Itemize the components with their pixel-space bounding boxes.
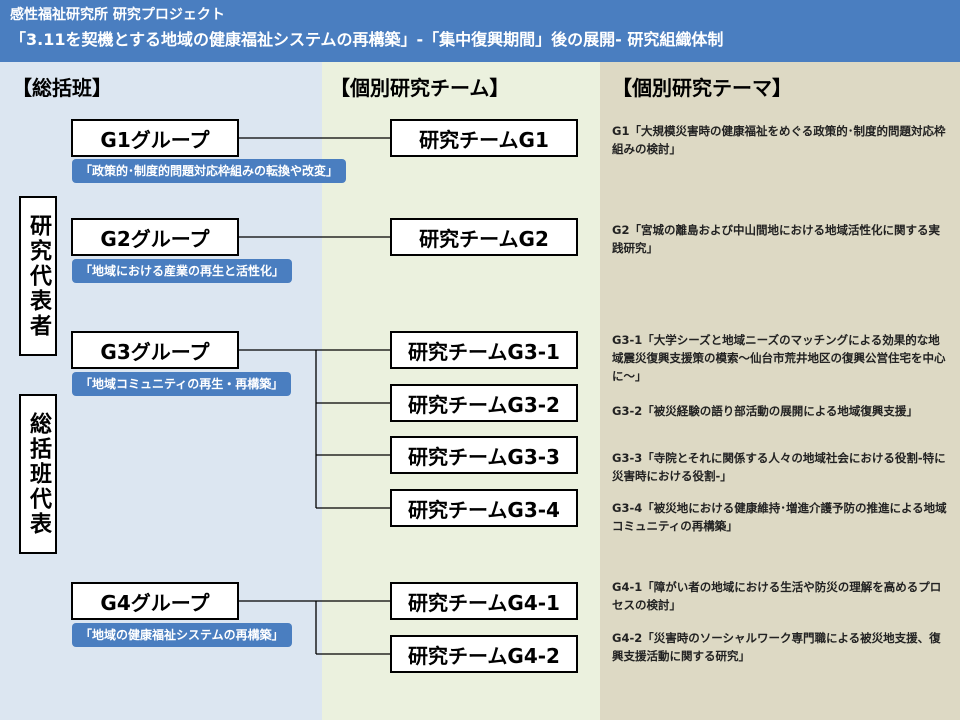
header-subtitle: 「3.11を契機とする地域の健康福祉システムの再構築」-「集中復興期間」後の展開… — [10, 30, 724, 49]
column-themes — [600, 62, 960, 720]
theme-g3-2: G3-2「被災経験の語り部活動の展開による地域復興支援」 — [612, 404, 918, 418]
team-box-g2: 研究チームG2 — [390, 218, 578, 256]
group-tag-g3: 「地域コミュニティの再生・再構築」 — [72, 372, 292, 396]
column-title-themes: 【個別研究テーマ】 — [612, 76, 792, 100]
team-box-g4-1: 研究チームG4-1 — [390, 582, 578, 620]
group-tag-g1: 「政策的･制度的問題対応枠組みの転換や改変」 — [72, 159, 347, 183]
group-box-g1: G1グループ — [71, 119, 239, 157]
group-tag-g4: 「地域の健康福祉システムの再構築」 — [72, 623, 292, 647]
theme-g4-2: G4-2「災害時のソーシャルワーク専門職による被災地支援、復興支援活動に関する研… — [612, 631, 941, 663]
header-bar: 感性福祉研究所 研究プロジェクト 「3.11を契機とする地域の健康福祉システムの… — [0, 0, 960, 62]
group-box-g4: G4グループ — [71, 582, 239, 620]
team-box-g3-2: 研究チームG3-2 — [390, 384, 578, 422]
team-box-g3-1: 研究チームG3-1 — [390, 331, 578, 369]
group-box-g2: G2グループ — [71, 218, 239, 256]
team-box-g4-2: 研究チームG4-2 — [390, 635, 578, 673]
side-label-general-rep: 総括班代表 — [19, 394, 57, 554]
team-box-g1: 研究チームG1 — [390, 119, 578, 157]
header-title: 感性福祉研究所 研究プロジェクト — [10, 7, 225, 23]
column-title-teams: 【個別研究チーム】 — [330, 76, 510, 100]
theme-g3-3: G3-3「寺院とそれに関係する人々の地域社会における役割-特に災害時における役割… — [612, 451, 946, 483]
theme-g3-1: G3-1「大学シーズと地域ニーズのマッチングによる効果的な地域震災復興支援策の模… — [612, 333, 946, 383]
column-title-general: 【総括班】 — [12, 76, 112, 100]
group-tag-g2: 「地域における産業の再生と活性化」 — [72, 259, 293, 283]
team-box-g3-4: 研究チームG3-4 — [390, 489, 578, 527]
group-box-g3: G3グループ — [71, 331, 239, 369]
theme-g1: G1「大規模災害時の健康福祉をめぐる政策的･制度的問題対応枠組みの検討」 — [612, 124, 946, 156]
side-label-representative: 研究代表者 — [19, 196, 57, 356]
team-box-g3-3: 研究チームG3-3 — [390, 436, 578, 474]
theme-g4-1: G4-1「障がい者の地域における生活や防災の理解を高めるプロセスの検討」 — [612, 580, 942, 612]
theme-g2: G2「宮城の離島および中山間地における地域活性化に関する実践研究」 — [612, 223, 940, 255]
theme-g3-4: G3-4「被災地における健康維持･増進介護予防の推進による地域コミュニティの再構… — [612, 501, 947, 533]
